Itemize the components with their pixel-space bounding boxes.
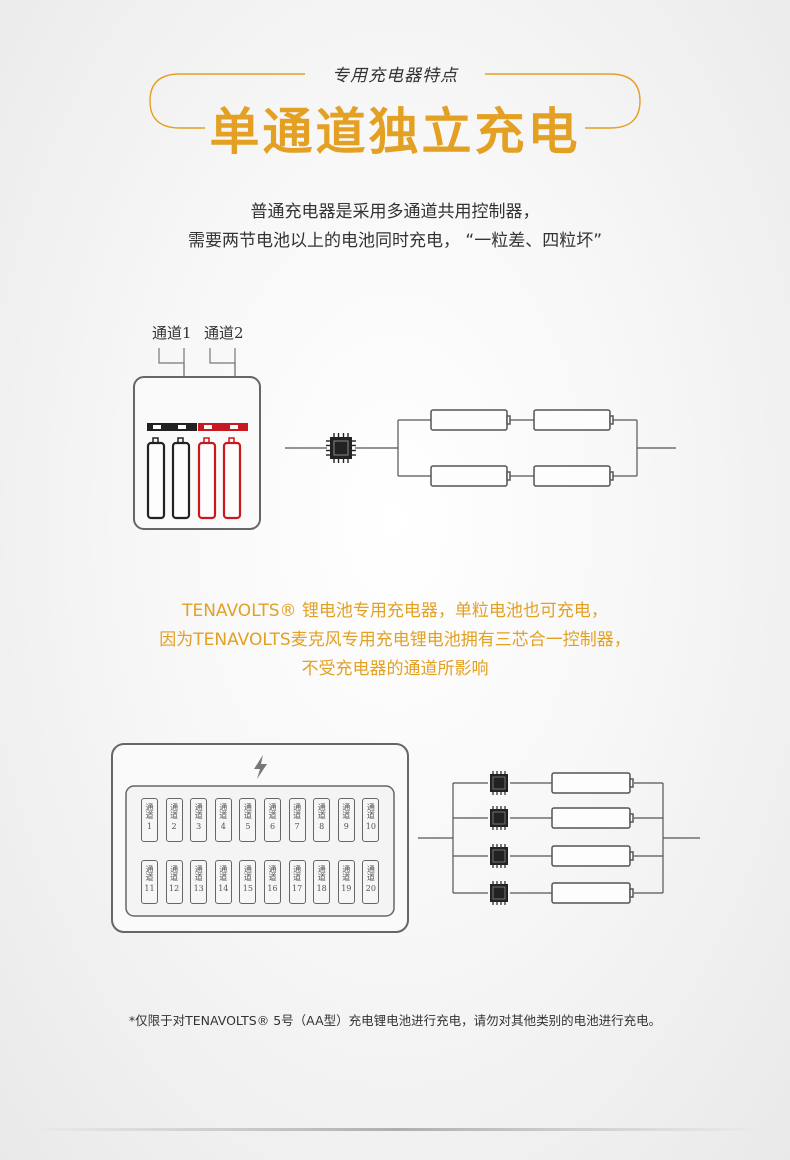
slot-number: 1: [146, 822, 153, 831]
header-frame: [149, 73, 641, 129]
charger-slot: 通道 14: [214, 860, 232, 904]
feature-line-1: TENAVOLTS® 锂电池专用充电器，单粒电池也可充电，: [182, 601, 608, 621]
slot-number: 11: [144, 884, 155, 893]
slot-prefix: 通道: [243, 865, 253, 881]
feature-line-2: 因为TENAVOLTS麦克风专用充电锂电池拥有三芯合一控制器，: [159, 630, 631, 650]
slot-prefix: 通道: [194, 865, 204, 881]
channel-1-label: 通道1: [152, 324, 192, 342]
chip-icons: [490, 771, 508, 905]
channel-2-label: 通道2: [204, 324, 244, 342]
slot-number: 8: [319, 822, 325, 831]
slot-number: 20: [365, 884, 376, 893]
slot-prefix: 通道: [169, 803, 179, 819]
charger-slot: 通道 13: [190, 860, 208, 904]
slot-prefix: 通道: [194, 803, 204, 819]
slot-prefix: 通道: [268, 865, 277, 881]
footnote: *仅限于对TENAVOLTS® 5号（AA型）充电锂电池进行充电，请勿对其他类别…: [128, 1013, 662, 1028]
shared-controller-diagram: [133, 348, 676, 530]
slot-prefix: 通道: [317, 803, 327, 819]
slot-prefix: 通道: [292, 803, 302, 819]
charger-slot: 通道 3: [190, 798, 208, 842]
charger-slot: 通道 1: [141, 798, 158, 842]
charger-slot: 通道 2: [165, 798, 183, 842]
slot-prefix: 通道: [317, 865, 327, 881]
charger-slot: 通道 10: [362, 798, 380, 842]
section-title: 单通道独立充电: [209, 103, 581, 161]
charger-slot: 通道 11: [141, 860, 158, 904]
parallel-circuit: [285, 419, 676, 477]
lightning-icon: [254, 755, 267, 779]
charger-slot: 通道 12: [165, 860, 183, 904]
intro-line-2: 需要两节电池以上的电池同时充电， “一粒差、四粒坏”: [187, 231, 603, 251]
slot-prefix: 通道: [366, 865, 376, 881]
slot-number: 17: [292, 884, 303, 893]
slot-prefix: 通道: [169, 865, 179, 881]
slot-number: 5: [245, 822, 251, 831]
charger-slot: 通道 20: [362, 860, 380, 904]
channel-1-bar: [147, 423, 197, 431]
batteries: [146, 437, 242, 520]
slot-prefix: 通道: [341, 803, 351, 819]
slot-number: 3: [196, 822, 202, 831]
charger-slot: 通道 9: [337, 798, 355, 842]
charger-slot: 通道 18: [313, 860, 331, 904]
chip-icon: [326, 433, 356, 463]
charger-slot: 通道 17: [288, 860, 306, 904]
slot-number: 2: [171, 822, 177, 831]
slot-prefix: 通道: [268, 803, 277, 819]
charger-slot: 通道 5: [239, 798, 257, 842]
slot-number: 18: [316, 884, 327, 893]
charger-slot: 通道 16: [264, 860, 281, 904]
slot-prefix: 通道: [366, 803, 376, 819]
slot-number: 19: [341, 884, 352, 893]
slot-prefix: 通道: [218, 865, 228, 881]
charger-slot: 通道 6: [264, 798, 281, 842]
slot-number: 10: [365, 822, 376, 831]
slot-prefix: 通道: [243, 803, 253, 819]
slot-number: 7: [294, 822, 300, 831]
section-subtitle: 专用充电器特点: [332, 66, 458, 86]
slot-number: 13: [193, 884, 204, 893]
feature-line-3: 不受充电器的通道所影响: [301, 659, 489, 679]
slot-number: 14: [218, 884, 229, 893]
circuit-batteries: [430, 409, 614, 487]
charger-slot: 通道 7: [288, 798, 306, 842]
intro-line-1: 普通充电器是采用多通道共用控制器，: [250, 202, 540, 222]
slot-number: 4: [220, 822, 226, 831]
slot-number: 16: [267, 884, 278, 893]
slot-number: 15: [242, 884, 253, 893]
slot-prefix: 通道: [145, 865, 154, 881]
independent-controller-diagram: [418, 771, 700, 905]
channel-2-bar: [198, 423, 248, 431]
charger-slot: 通道 19: [337, 860, 355, 904]
charger-slot: 通道 15: [239, 860, 257, 904]
slot-number: 9: [343, 822, 349, 831]
charger-slot: 通道 4: [214, 798, 232, 842]
bottom-divider: [30, 1128, 760, 1131]
slot-prefix: 通道: [292, 865, 302, 881]
slot-number: 6: [269, 822, 276, 831]
slot-prefix: 通道: [218, 803, 228, 819]
slot-prefix: 通道: [341, 865, 351, 881]
circuit-batteries-2: [551, 772, 634, 904]
charger-slot: 通道 8: [313, 798, 331, 842]
slot-prefix: 通道: [145, 803, 154, 819]
slot-number: 12: [169, 884, 180, 893]
